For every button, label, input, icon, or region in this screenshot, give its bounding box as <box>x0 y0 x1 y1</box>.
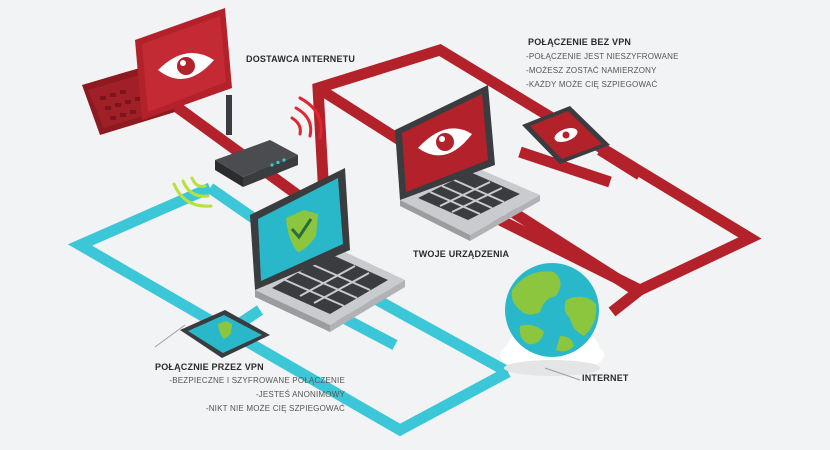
no-vpn-title: POŁĄCZENIE BEZ VPN <box>528 37 632 47</box>
wifi-signal-red-icon <box>290 96 323 140</box>
eye-icon <box>418 128 472 156</box>
no-vpn-label: POŁĄCZENIE BEZ VPN -POŁĄCZENIE JEST NIES… <box>526 37 679 92</box>
vpn-bullets: -BEZPIECZNE I SZYFROWANE POŁĄCZENIE -JES… <box>75 374 345 416</box>
shield-check-icon <box>286 210 318 252</box>
shield-check-icon <box>218 321 232 339</box>
devices-label: TWOJE URZĄDZENIA <box>413 249 509 259</box>
globe-icon <box>500 263 604 376</box>
wifi-signal-green-icon <box>172 176 213 208</box>
leader-lines <box>154 324 581 381</box>
vpn-bullet: -BEZPIECZNE I SZYFROWANE POŁĄCZENIE <box>169 376 345 385</box>
no-vpn-bullet: -POŁĄCZENIE JEST NIESZYFROWANE <box>526 52 679 61</box>
internet-label: INTERNET <box>582 373 629 383</box>
isp-title: DOSTAWCA INTERNETU <box>246 54 356 64</box>
vpn-bullet: -NIKT NIE MOŻE CIĘ SZPIEGOWAĆ <box>205 404 345 413</box>
no-vpn-bullets: -POŁĄCZENIE JEST NIESZYFROWANE -MOŻESZ Z… <box>526 50 679 92</box>
safe-phone <box>180 310 270 358</box>
no-vpn-bullet: -MOŻESZ ZOSTAĆ NAMIERZONY <box>526 66 657 75</box>
no-vpn-bullet: -KAŻDY MOŻE CIĘ SZPIEGOWAĆ <box>526 80 658 89</box>
eye-icon <box>158 52 214 79</box>
isp-laptop <box>82 8 232 135</box>
devices-title: TWOJE URZĄDZENIA <box>413 249 510 259</box>
unsafe-phone <box>522 106 610 164</box>
router-icon <box>215 95 298 187</box>
isp-label: DOSTAWCA INTERNETU <box>246 54 355 64</box>
vpn-label: POŁĄCZNIE PRZEZ VPN -BEZPIECZNE I SZYFRO… <box>155 362 345 416</box>
internet-title: INTERNET <box>582 373 629 383</box>
vpn-bullet: -JESTEŚ ANONIMOWY <box>255 390 345 399</box>
vpn-title: POŁĄCZNIE PRZEZ VPN <box>155 362 264 372</box>
